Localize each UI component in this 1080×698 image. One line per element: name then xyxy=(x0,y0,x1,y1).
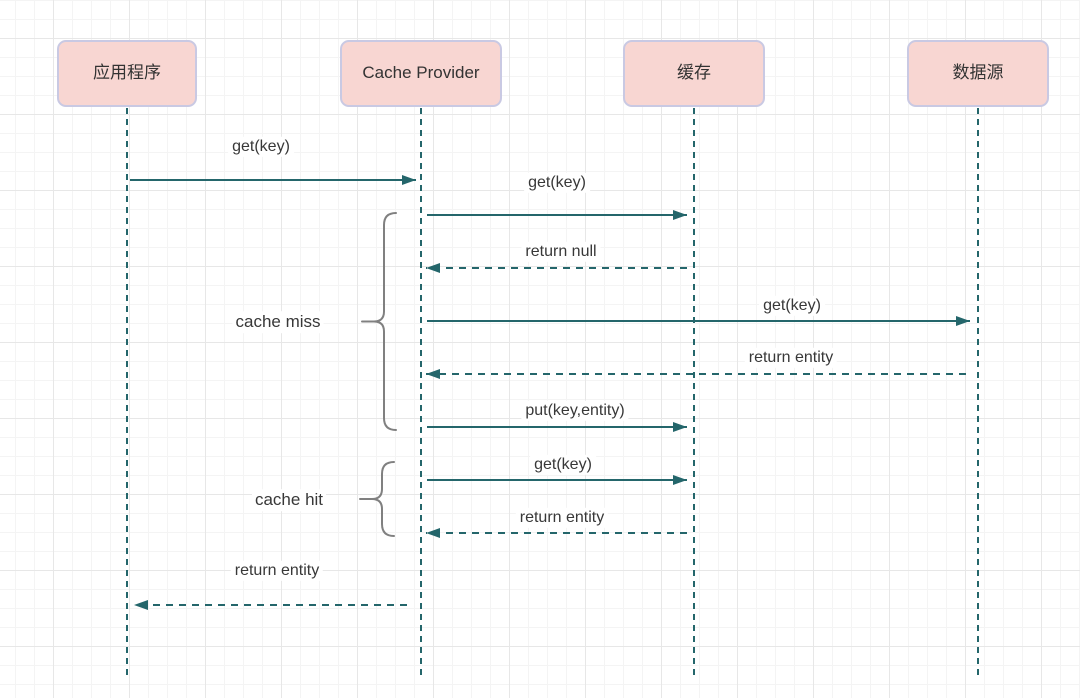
message-label[interactable]: put(key,entity) xyxy=(521,400,629,422)
participant-label: 缓存 xyxy=(677,63,711,83)
participant-label: 应用程序 xyxy=(93,63,161,83)
annotation-cache-hit[interactable]: cache hit xyxy=(251,489,327,511)
participant-cache[interactable]: 缓存 xyxy=(623,40,765,107)
message-label[interactable]: return null xyxy=(521,241,601,263)
participant-provider[interactable]: Cache Provider xyxy=(340,40,502,107)
message-label[interactable]: return entity xyxy=(744,347,838,369)
message-label[interactable]: get(key) xyxy=(759,295,825,317)
message-label[interactable]: return entity xyxy=(515,507,609,529)
participant-label: 数据源 xyxy=(952,63,1004,83)
message-label[interactable]: get(key) xyxy=(228,136,294,158)
message-label[interactable]: get(key) xyxy=(530,454,596,476)
participant-label: Cache Provider xyxy=(362,63,480,83)
participant-app[interactable]: 应用程序 xyxy=(57,40,197,107)
message-label[interactable]: return entity xyxy=(230,560,324,582)
participant-datasource[interactable]: 数据源 xyxy=(907,40,1049,107)
brace-cache-miss[interactable] xyxy=(361,212,397,431)
message-label[interactable]: get(key) xyxy=(524,172,590,194)
brace-cache-hit[interactable] xyxy=(359,461,395,537)
annotation-cache-miss[interactable]: cache miss xyxy=(232,311,324,333)
